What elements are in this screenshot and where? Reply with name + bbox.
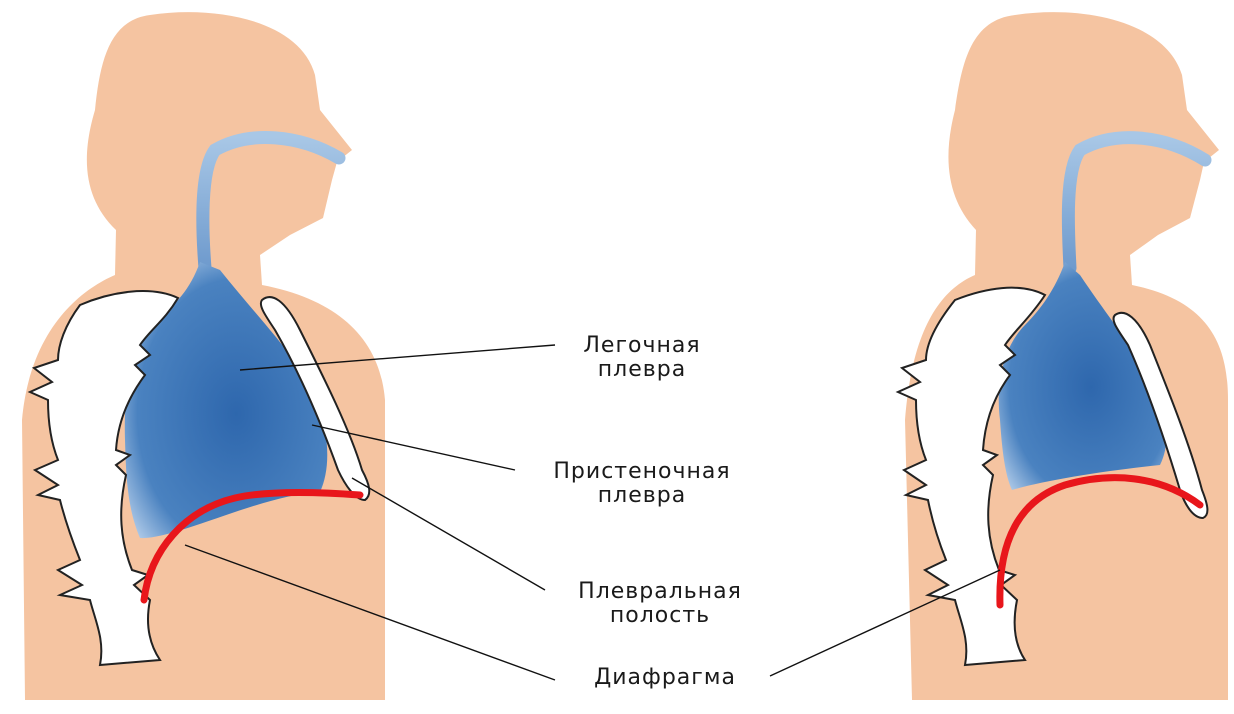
label-pulmonary-pleura-line2: плевра (557, 358, 727, 382)
label-pleural-cavity: Плевральная полость (545, 580, 775, 628)
label-parietal-pleura-line1: Пристеночная (512, 460, 772, 484)
label-parietal-pleura-line2: плевра (512, 484, 772, 508)
label-pulmonary-pleura-line1: Легочная (557, 334, 727, 358)
label-parietal-pleura: Пристеночная плевра (512, 460, 772, 508)
label-diaphragm: Диафрагма (560, 666, 770, 690)
label-pleural-cavity-line2: полость (545, 604, 775, 628)
left-figure (22, 12, 385, 700)
label-pleural-cavity-line1: Плевральная (545, 580, 775, 604)
right-figure (898, 12, 1228, 700)
label-pulmonary-pleura: Легочная плевра (557, 334, 727, 382)
